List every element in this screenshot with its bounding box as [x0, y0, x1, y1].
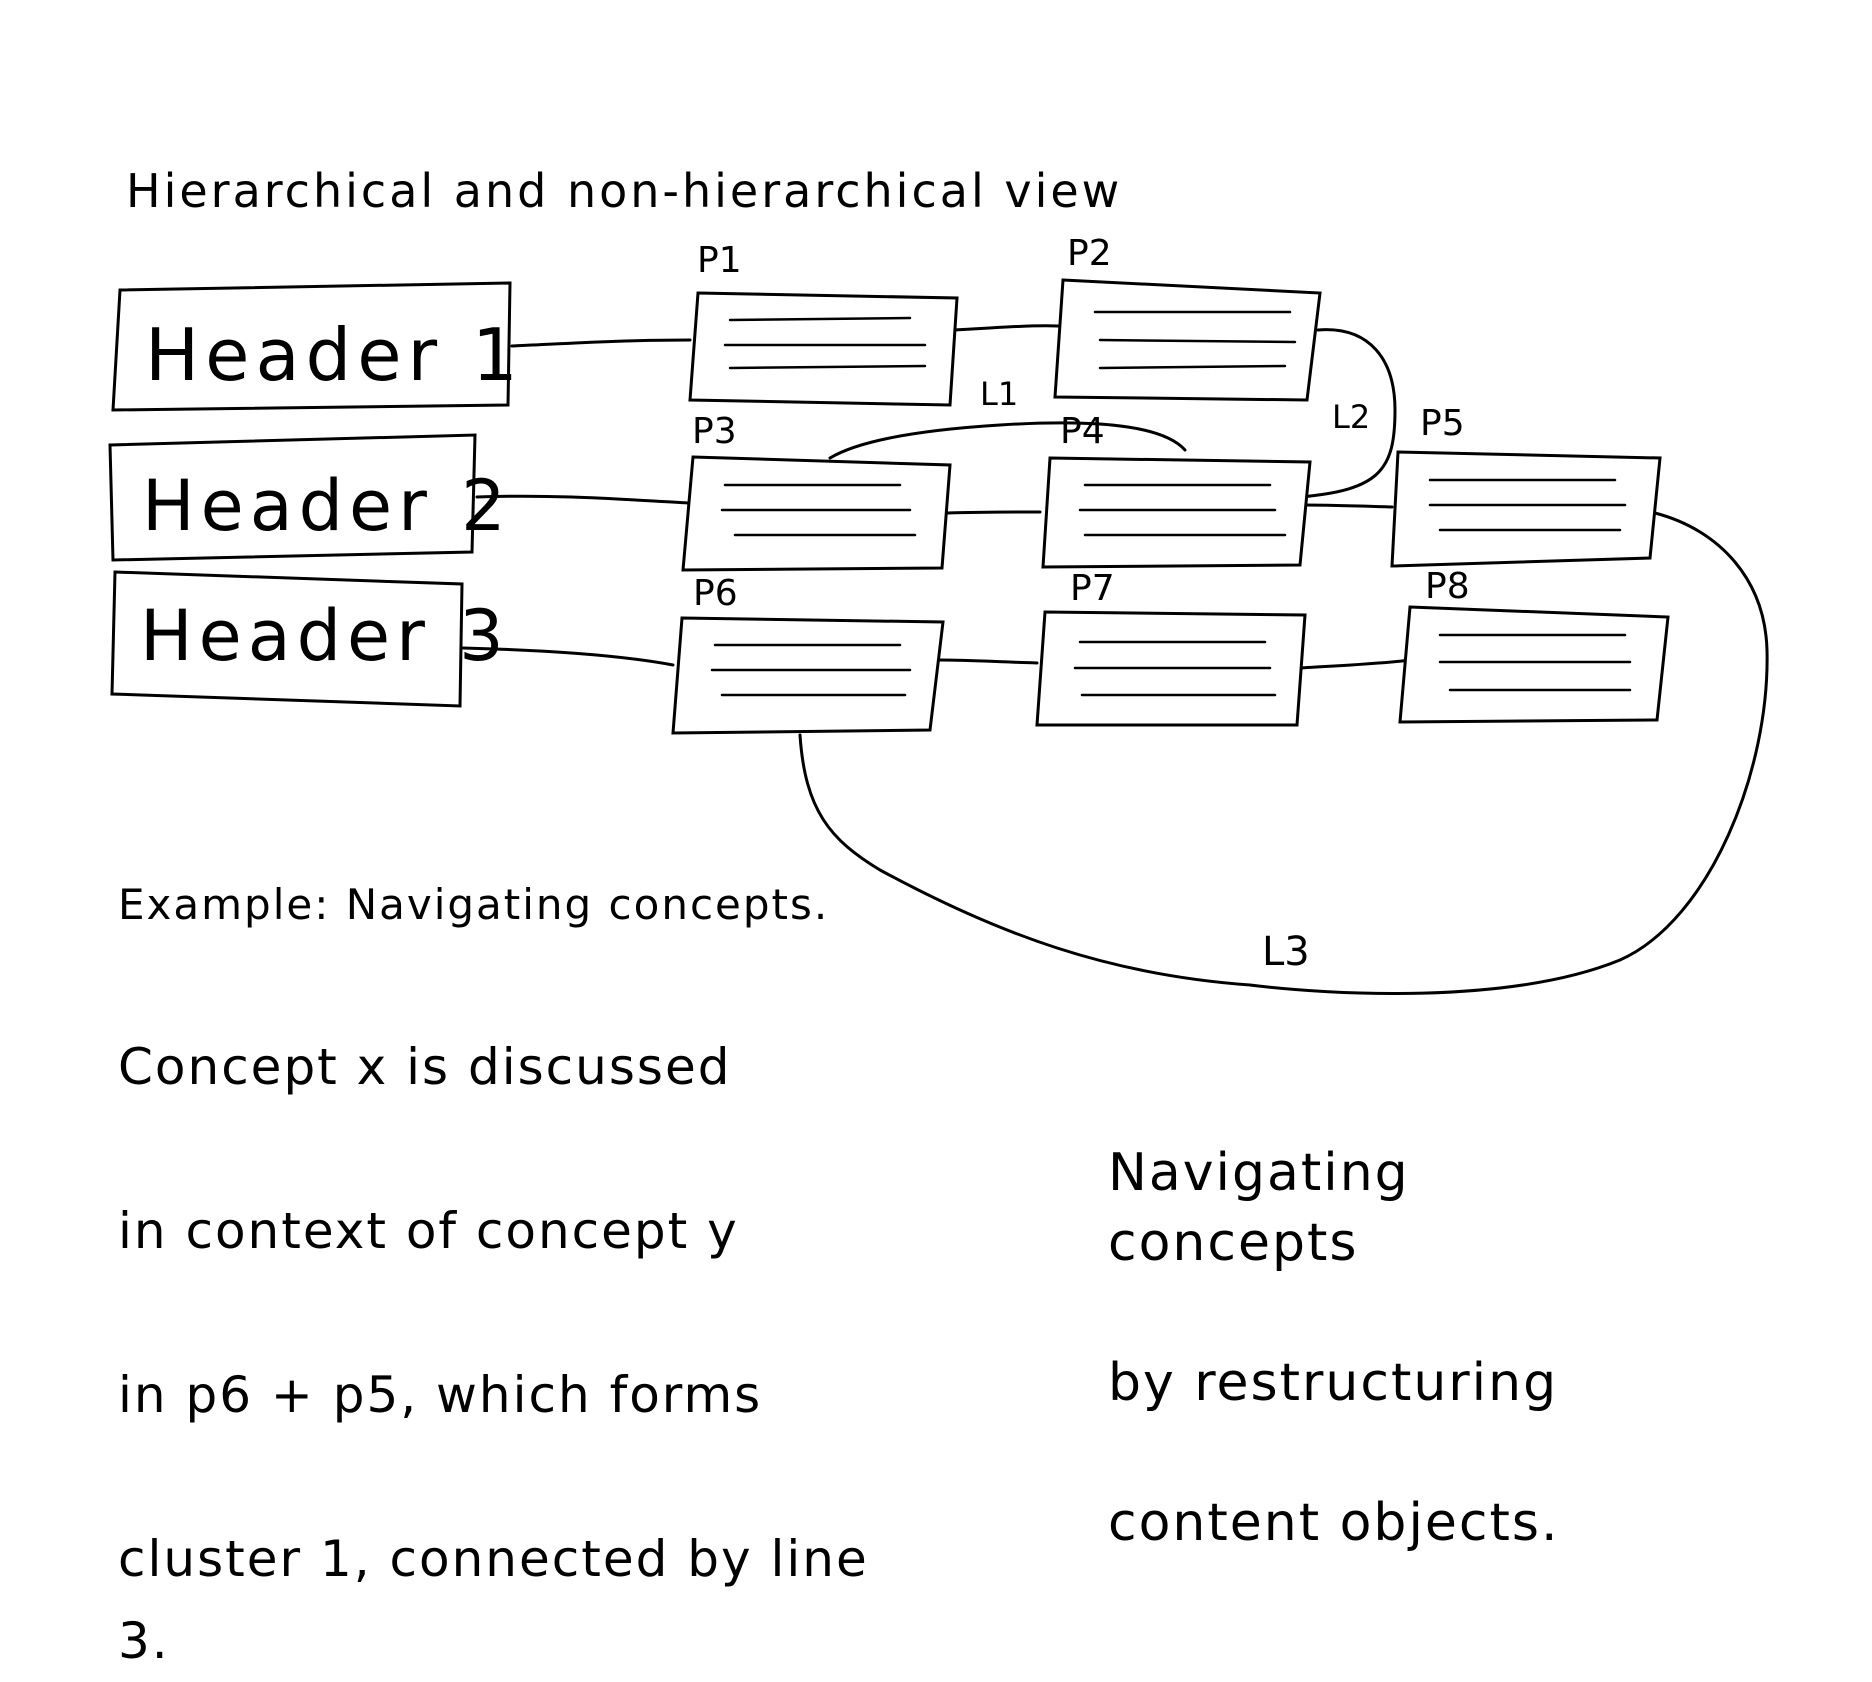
- page-label-p3: P3: [692, 411, 737, 452]
- page-label-p7: P7: [1070, 568, 1115, 609]
- connector-p3-p4: [946, 510, 1042, 515]
- connector-h2-p3: [475, 494, 690, 505]
- page-p1-line-3: [728, 364, 927, 370]
- header-label-1: Header 1: [145, 313, 524, 397]
- page-p2-line-2: [1098, 338, 1297, 344]
- page-box-p8[interactable]: P8: [1398, 566, 1670, 724]
- diagram-title: Hierarchical and non-hierarchical view: [126, 164, 1123, 218]
- page-label-p1: P1: [697, 240, 742, 281]
- example-note: Example: Navigating concepts. Concept x …: [118, 782, 878, 1682]
- example-note-line-1: Example: Navigating concepts.: [118, 880, 830, 929]
- page-box-p5[interactable]: P5: [1390, 403, 1662, 568]
- restructuring-note-line-1: Navigating concepts: [1108, 1143, 1410, 1273]
- page-label-p4: P4: [1060, 411, 1105, 452]
- page-label-p5: P5: [1420, 403, 1465, 444]
- connector-h1-p1: [510, 338, 692, 348]
- connector-p1-p2: [953, 324, 1060, 332]
- link-curve-l3: [798, 511, 1769, 995]
- header-box-3[interactable]: Header 3: [110, 570, 510, 708]
- link-label-l2: L2: [1332, 398, 1370, 436]
- link-label-l1: L1: [980, 375, 1018, 413]
- header-box-1[interactable]: Header 1: [111, 281, 524, 412]
- page-box-p1[interactable]: P1: [688, 240, 959, 407]
- example-note-line-5: cluster 1, connected by line 3.: [118, 1530, 869, 1670]
- restructuring-note: Navigating concepts by restructuring con…: [1108, 1068, 1668, 1558]
- restructuring-note-line-3: content objects.: [1108, 1493, 1560, 1553]
- link-curve-l2: [1298, 328, 1397, 499]
- page-label-p6: P6: [693, 573, 738, 614]
- link-curve-l1: [828, 421, 1187, 460]
- page-box-p2[interactable]: P2: [1053, 233, 1322, 402]
- header-box-2[interactable]: Header 2: [108, 433, 512, 562]
- page-box-p6[interactable]: P6: [671, 573, 945, 735]
- page-p2-line-3: [1098, 364, 1287, 370]
- example-note-line-3: in context of concept y: [118, 1202, 739, 1260]
- diagram-canvas: Header 1 Header 2 Header 3 P1 P2: [108, 233, 1769, 995]
- page-box-p4[interactable]: P4: [1041, 411, 1312, 569]
- example-note-line-2: Concept x is discussed: [118, 1038, 732, 1096]
- page-box-p3[interactable]: P3: [681, 411, 952, 572]
- connector-p4-p5: [1303, 503, 1394, 509]
- page-p1-line-1: [728, 316, 912, 322]
- header-label-3: Header 3: [140, 595, 510, 677]
- example-note-line-4: in p6 + p5, which forms: [118, 1366, 763, 1424]
- page-label-p2: P2: [1067, 233, 1112, 274]
- connector-p6-p7: [938, 658, 1039, 665]
- connector-h3-p6: [461, 646, 675, 667]
- link-label-l3: L3: [1262, 929, 1310, 975]
- restructuring-note-line-2: by restructuring: [1108, 1353, 1559, 1413]
- connector-p7-p8: [1298, 658, 1412, 670]
- header-label-2: Header 2: [142, 465, 512, 547]
- page-box-p7[interactable]: P7: [1035, 568, 1307, 727]
- page-label-p8: P8: [1425, 566, 1470, 607]
